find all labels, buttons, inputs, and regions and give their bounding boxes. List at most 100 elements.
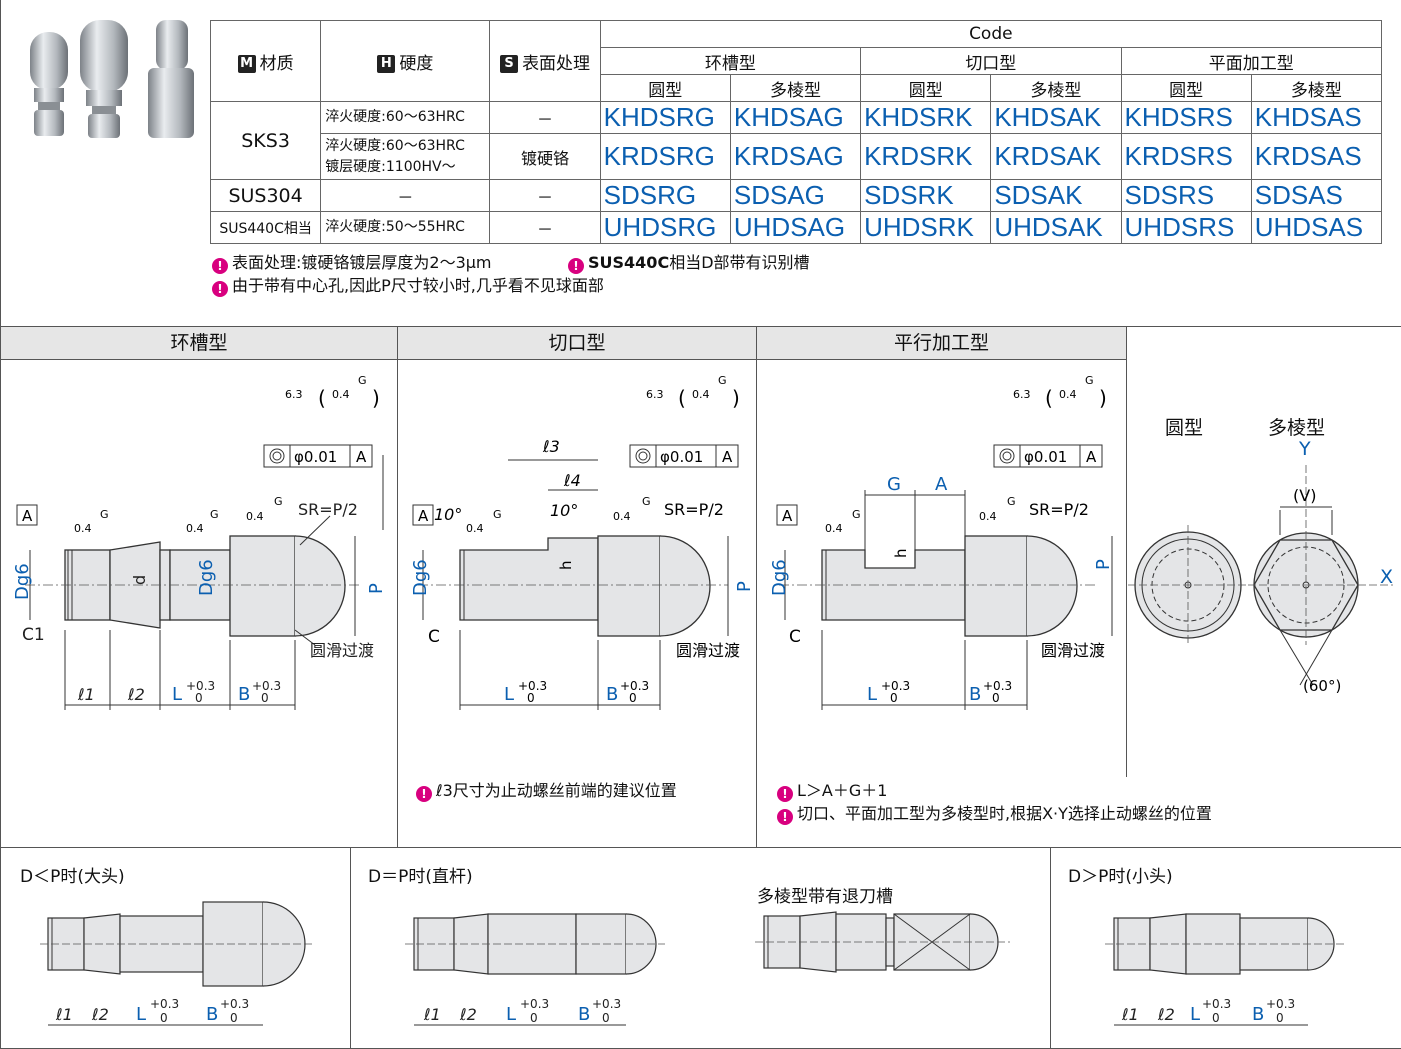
- svg-text:B: B: [969, 684, 981, 705]
- svg-text:ℓ3: ℓ3: [542, 437, 560, 456]
- part-code[interactable]: KHDSAG: [729, 101, 862, 134]
- part-code[interactable]: SDSRK: [860, 179, 992, 212]
- svg-text:0.4: 0.4: [613, 510, 631, 523]
- part-code[interactable]: UHDSRK: [860, 211, 992, 244]
- note-l-rule: !L＞A＋G＋1: [777, 780, 887, 802]
- surface-cell: 镀硬铬: [489, 133, 601, 180]
- svg-text:C1: C1: [22, 625, 45, 645]
- svg-text:A: A: [935, 474, 948, 495]
- svg-text:A: A: [356, 448, 367, 466]
- svg-text:Dg6: Dg6: [196, 559, 217, 596]
- svg-text:0: 0: [261, 691, 269, 705]
- svg-text:B: B: [1252, 1004, 1264, 1025]
- part-code[interactable]: SDSAG: [729, 179, 862, 212]
- surface-cell: －: [489, 101, 601, 134]
- material-cell: SUS440C相当: [209, 211, 322, 244]
- part-code[interactable]: KRDSAS: [1250, 133, 1383, 180]
- svg-text:圆滑过渡: 圆滑过渡: [1041, 641, 1105, 660]
- flat-section: [756, 327, 1127, 777]
- svg-text:d: d: [130, 575, 149, 585]
- svg-text:0: 0: [1212, 1011, 1220, 1025]
- svg-text:0.4: 0.4: [979, 510, 997, 523]
- surface-cell: －: [489, 179, 601, 212]
- svg-text:h: h: [557, 560, 575, 570]
- relief-label: 多棱型带有退刀槽: [757, 887, 893, 907]
- part-code[interactable]: UHDSRS: [1120, 211, 1252, 244]
- svg-text:+0.3: +0.3: [1266, 997, 1295, 1011]
- part-code[interactable]: KRDSRG: [599, 133, 731, 180]
- svg-text:G: G: [887, 474, 901, 495]
- note-icon: !: [212, 258, 228, 274]
- svg-text:A: A: [722, 448, 733, 466]
- svg-text:ℓ1: ℓ1: [423, 1005, 441, 1024]
- poly-view-label: 多棱型: [1268, 417, 1326, 439]
- svg-text:+0.3: +0.3: [983, 679, 1012, 693]
- svg-text:ℓ4: ℓ4: [563, 471, 581, 490]
- part-code[interactable]: SDSAK: [990, 179, 1122, 212]
- svg-text:Y: Y: [1298, 438, 1311, 460]
- part-code[interactable]: KHDSRG: [599, 101, 731, 134]
- part-code[interactable]: KHDSRK: [860, 101, 992, 134]
- part-code[interactable]: KRDSAG: [729, 133, 862, 180]
- svg-text:+0.3: +0.3: [150, 997, 179, 1011]
- round-view-label: 圆型: [1165, 417, 1204, 439]
- svg-text:A: A: [418, 507, 429, 525]
- part-code[interactable]: SDSRG: [599, 179, 731, 212]
- svg-text:G: G: [1085, 374, 1094, 387]
- flat-section-title: 平行加工型: [757, 327, 1126, 360]
- svg-text:SR=P/2: SR=P/2: [1029, 500, 1089, 519]
- svg-text:(: (: [678, 386, 686, 410]
- part-code[interactable]: UHDSAS: [1250, 211, 1383, 244]
- hardness-cell: 淬火硬度:50～55HRC: [320, 211, 491, 244]
- svg-text:0: 0: [160, 1011, 168, 1025]
- svg-text:圆滑过渡: 圆滑过渡: [676, 641, 740, 660]
- svg-text:0.4: 0.4: [1059, 388, 1077, 401]
- svg-text:ℓ2: ℓ2: [127, 685, 145, 704]
- group-ring: 环槽型: [599, 47, 862, 75]
- svg-text:+0.3: +0.3: [1202, 997, 1231, 1011]
- part-code[interactable]: KHDSAS: [1250, 101, 1383, 134]
- svg-text:0: 0: [195, 691, 203, 705]
- svg-text:+0.3: +0.3: [252, 679, 281, 693]
- part-code[interactable]: KRDSRK: [860, 133, 992, 180]
- svg-text:0: 0: [629, 691, 637, 705]
- svg-text:0: 0: [1276, 1011, 1284, 1025]
- svg-text:φ0.01: φ0.01: [294, 448, 337, 466]
- svg-text:SR=P/2: SR=P/2: [298, 500, 358, 519]
- part-code[interactable]: KHDSAK: [990, 101, 1122, 134]
- part-code[interactable]: KRDSAK: [990, 133, 1122, 180]
- svg-text:ℓ2: ℓ2: [1157, 1005, 1175, 1024]
- svg-text:6.3: 6.3: [646, 388, 664, 401]
- hardness-cell: 淬火硬度:60～63HRC: [320, 101, 491, 134]
- part-code[interactable]: KRDSRS: [1120, 133, 1252, 180]
- part-code[interactable]: KHDSRS: [1120, 101, 1252, 134]
- svg-text:G: G: [274, 495, 283, 508]
- note-icon: !: [568, 258, 584, 274]
- part-code[interactable]: SDSRS: [1120, 179, 1252, 212]
- svg-text:G: G: [210, 508, 219, 521]
- part-code[interactable]: UHDSAG: [729, 211, 862, 244]
- svg-text:0.4: 0.4: [825, 522, 843, 535]
- ring-section-title: 环槽型: [1, 327, 397, 360]
- svg-text:): ): [1099, 386, 1107, 410]
- svg-text:6.3: 6.3: [1013, 388, 1031, 401]
- svg-text:P: P: [734, 581, 755, 592]
- svg-text:Dg6: Dg6: [769, 559, 790, 596]
- part-code[interactable]: SDSAS: [1250, 179, 1383, 212]
- svg-text:ℓ1: ℓ1: [1121, 1005, 1139, 1024]
- svg-text:0: 0: [527, 691, 535, 705]
- svg-text:L: L: [136, 1004, 146, 1025]
- part-code[interactable]: UHDSAK: [990, 211, 1122, 244]
- svg-text:ℓ2: ℓ2: [91, 1005, 109, 1024]
- svg-text:L: L: [172, 684, 182, 705]
- svg-text:φ0.01: φ0.01: [1024, 448, 1067, 466]
- product-photo: [30, 20, 194, 138]
- svg-text:+0.3: +0.3: [620, 679, 649, 693]
- part-code[interactable]: UHDSRG: [599, 211, 731, 244]
- svg-text:Dg6: Dg6: [12, 563, 33, 600]
- svg-text:h: h: [892, 548, 910, 558]
